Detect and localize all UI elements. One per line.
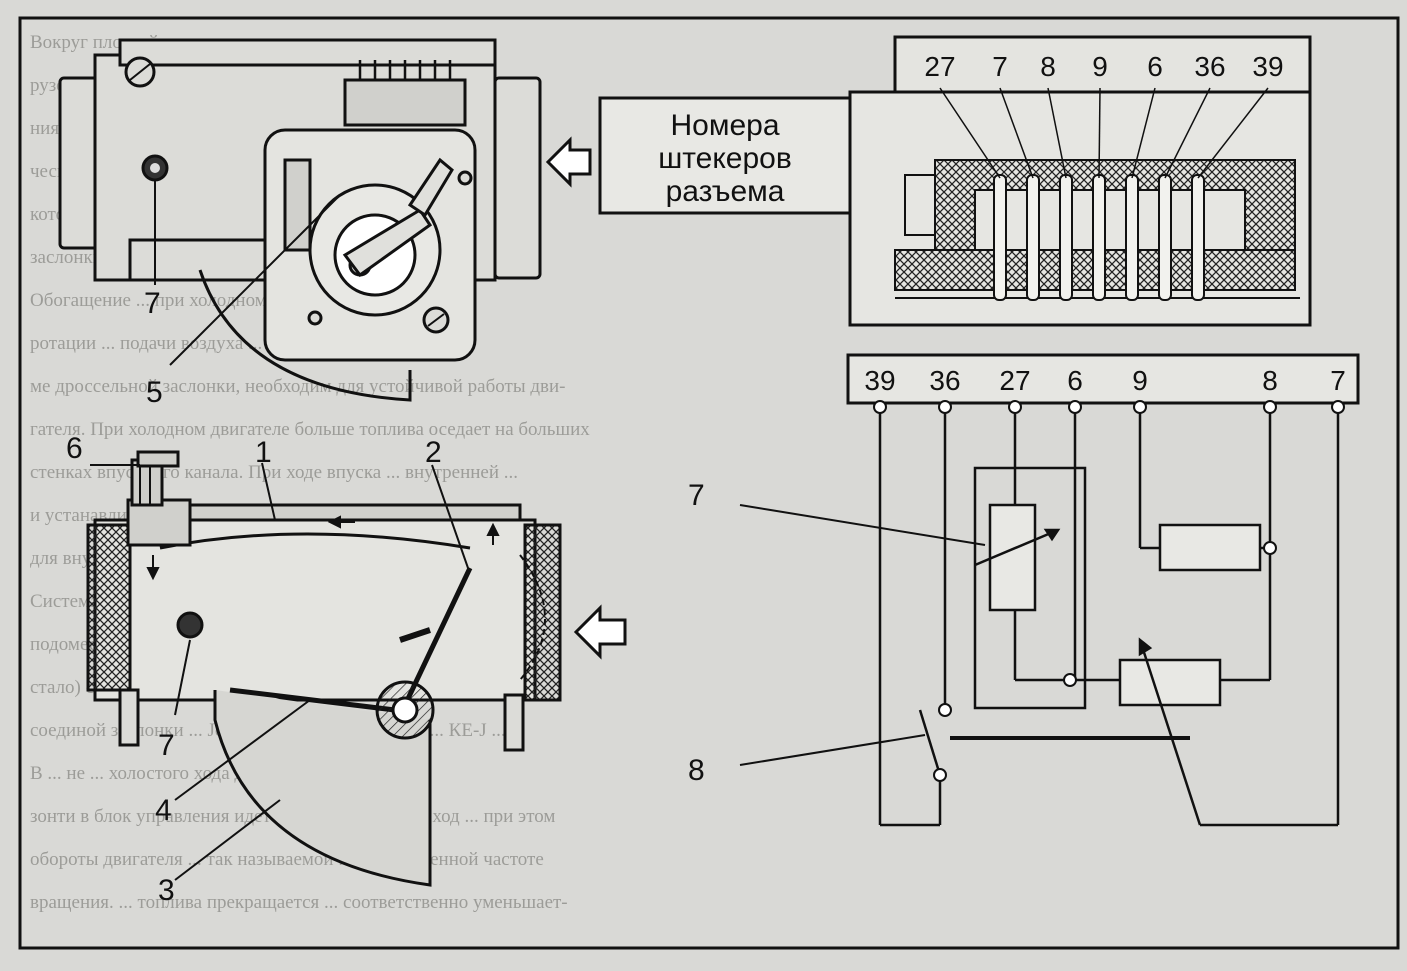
pin-leader-line <box>1164 87 1211 179</box>
top-leader-lines <box>154 180 341 366</box>
background-text-line: ме дроссельной заслонки, необходим для у… <box>30 376 566 397</box>
connector-pin <box>1158 174 1172 301</box>
top-pin-label: 36 <box>1194 51 1225 82</box>
bottom-pin-label: 39 <box>864 365 895 396</box>
pin-leader-line <box>999 87 1034 179</box>
top-pin-label: 9 <box>1092 51 1108 82</box>
connector-pin <box>1026 174 1040 301</box>
callout-8-circuit: 8 <box>688 754 705 787</box>
mount-hole-icon <box>176 611 204 639</box>
top-pin-label: 27 <box>924 51 955 82</box>
connector-pins <box>939 87 1269 301</box>
top-pin-label: 6 <box>1147 51 1163 82</box>
callout-7-circuit: 7 <box>688 479 705 512</box>
connector-pin <box>1125 174 1139 301</box>
connector-pin <box>1092 174 1106 301</box>
background-text-line: обороты двигателя ... так называемой ...… <box>30 849 544 870</box>
throttle-body-drawing <box>86 450 562 887</box>
callout-7-top: 7 <box>144 287 161 320</box>
circuit-leader-lines <box>739 504 986 766</box>
bottom-pin-label: 9 <box>1132 365 1148 396</box>
callout-2: 2 <box>425 436 442 469</box>
lower-arrow-icon <box>573 604 627 660</box>
pin-leader-line <box>1197 87 1269 179</box>
top-pin-labels: 27 7 8 9 6 36 39 <box>924 51 1283 82</box>
caption-box <box>598 96 852 215</box>
callout-3: 3 <box>158 874 175 907</box>
pin-leader-line <box>1131 87 1156 179</box>
connector-drawing <box>848 35 1312 327</box>
pin-leader-line <box>1098 87 1101 179</box>
circuit-drawing <box>878 408 1340 827</box>
callout-7-lower: 7 <box>158 729 175 762</box>
throttle-switch-drawing <box>58 38 542 402</box>
lower-leader-lines <box>90 462 469 881</box>
bottom-pin-label: 6 <box>1067 365 1083 396</box>
pin-leader-line <box>1047 87 1067 179</box>
caption-line-2: штекеров <box>658 142 792 175</box>
top-pin-label: 8 <box>1040 51 1056 82</box>
background-text-line: вращения. ... топлива прекращается ... с… <box>30 892 568 913</box>
bottom-pin-label: 27 <box>999 365 1030 396</box>
flow-arrows <box>146 515 500 581</box>
connector-pin <box>1059 174 1073 301</box>
pin-leader-line <box>939 87 1001 179</box>
bottom-pin-label: 7 <box>1330 365 1346 396</box>
caption-line-3: разъема <box>666 175 785 208</box>
top-arrow-icon <box>545 136 592 188</box>
callout-4: 4 <box>155 794 172 827</box>
top-pin-label: 7 <box>992 51 1008 82</box>
callout-1: 1 <box>255 436 272 469</box>
connector-pin <box>993 174 1007 301</box>
figure-frame <box>18 16 1400 950</box>
bottom-pin-label: 8 <box>1262 365 1278 396</box>
connector-pin <box>1191 174 1205 301</box>
bottom-pin-labels: 39 36 27 6 9 8 7 <box>864 365 1345 396</box>
top-pin-label: 39 <box>1252 51 1283 82</box>
caption-line-1: Номера <box>670 109 779 142</box>
callout-6: 6 <box>66 432 83 465</box>
bottom-pin-label: 36 <box>929 365 960 396</box>
pin-strip <box>846 353 1360 405</box>
terminal-dots <box>873 400 1345 782</box>
background-text-line: гателя. При холодном двигателе больше то… <box>30 419 590 440</box>
callout-5: 5 <box>146 376 163 409</box>
